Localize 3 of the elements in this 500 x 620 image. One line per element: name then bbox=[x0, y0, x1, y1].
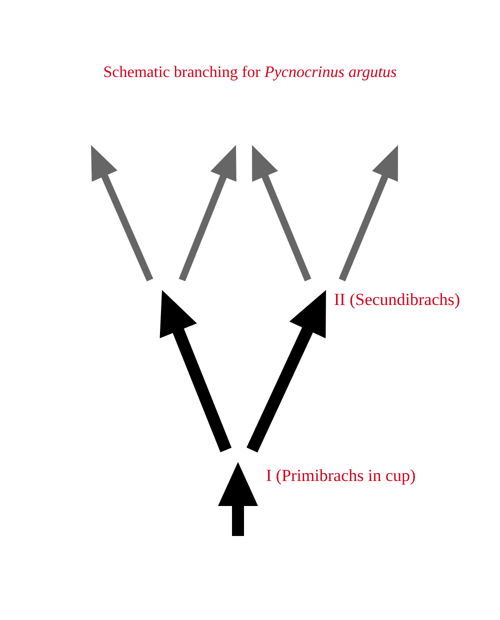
diagram-title: Schematic branching for Pycnocrinus argutus bbox=[102, 64, 398, 82]
branch-label: I (Primibrachs in cup) bbox=[266, 466, 416, 486]
branch-label: II (Secundibrachs) bbox=[334, 290, 460, 310]
